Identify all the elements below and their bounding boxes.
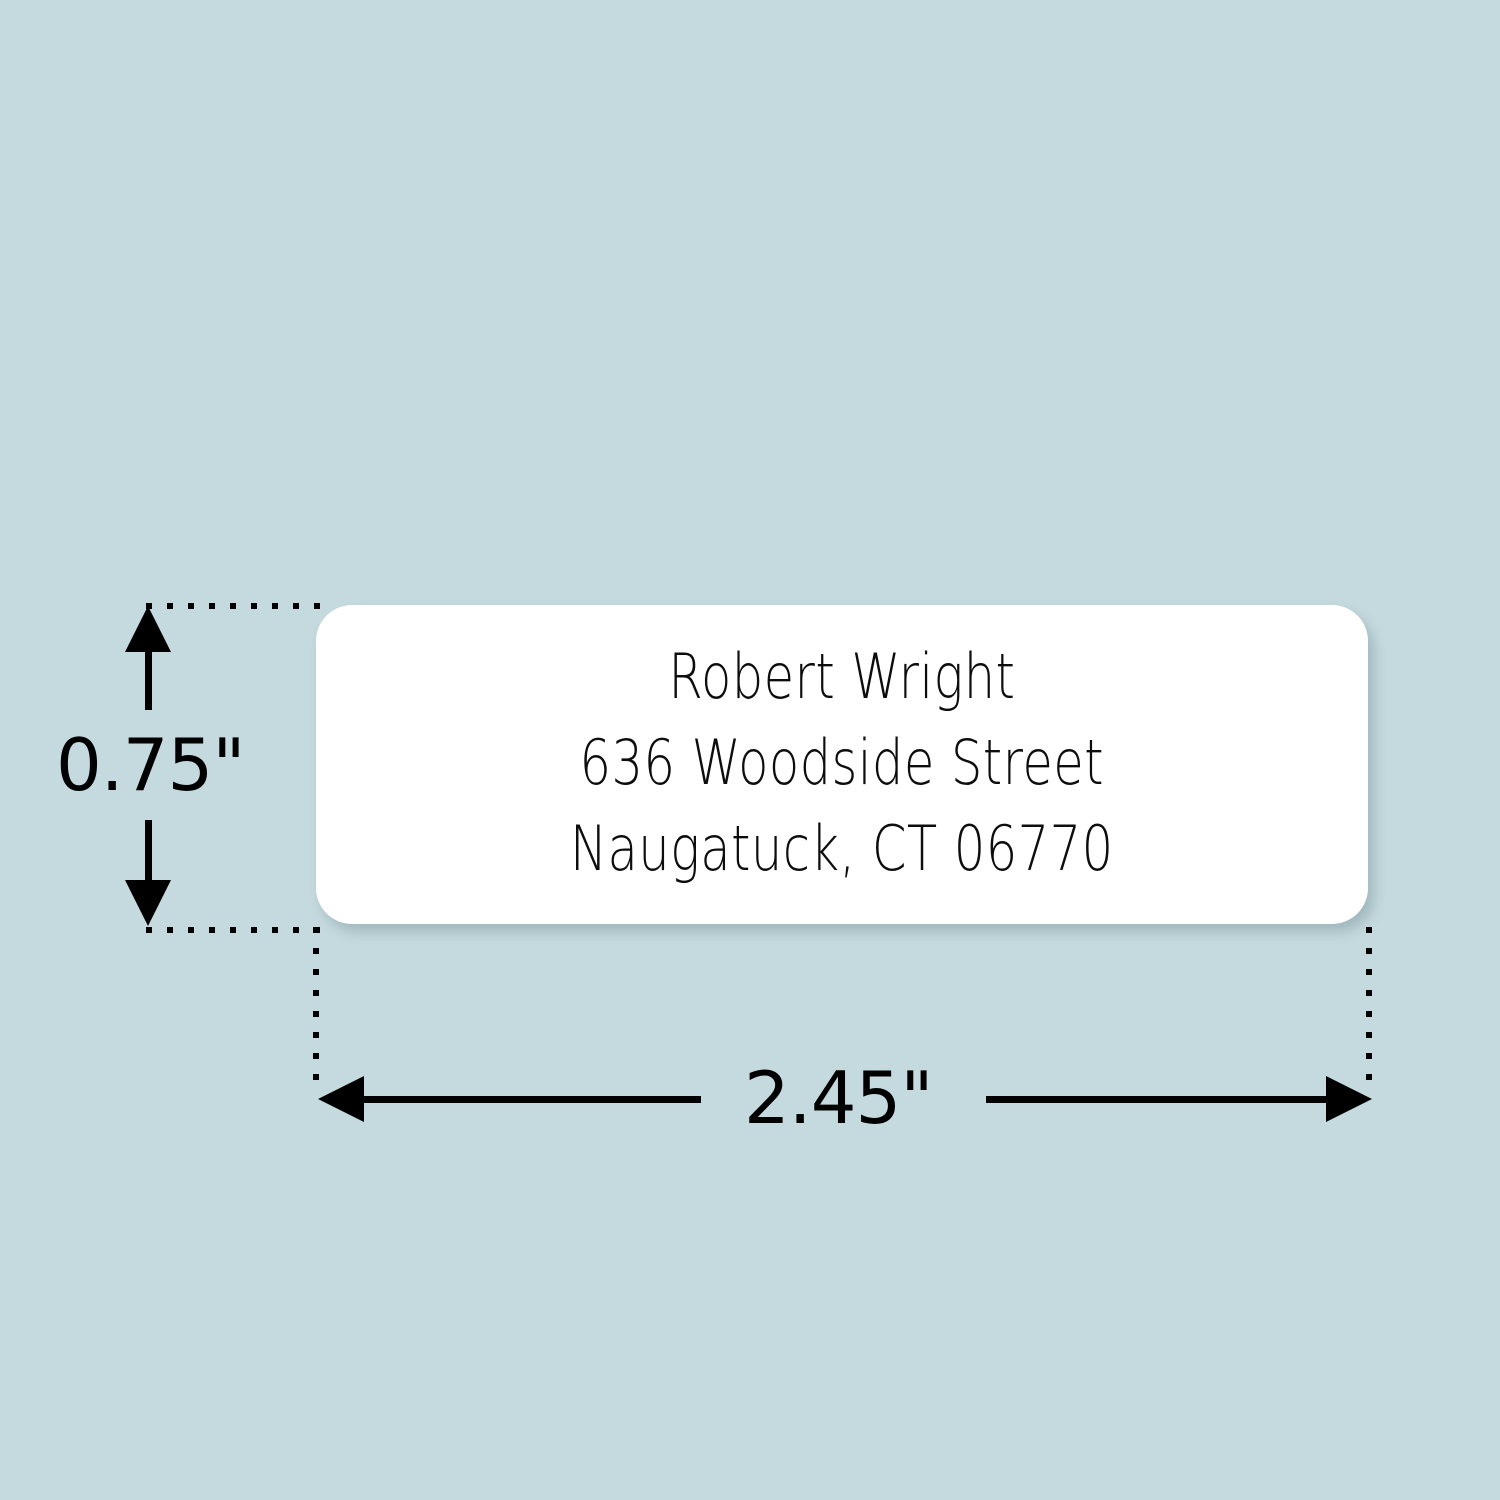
address-line-city: Naugatuck, CT 06770 [570,811,1114,885]
address-line-name: Robert Wright [668,639,1016,713]
guide-line-left-vertical [313,927,319,1085]
arrow-left-icon [318,1076,364,1122]
address-label-card: Robert Wright 636 Woodside Street Naugat… [316,605,1368,924]
arrow-down-icon [125,880,171,926]
guide-line-right-vertical [1366,927,1372,1085]
guide-line-bottom-horizontal [146,927,322,933]
arrow-right-shaft [986,1096,1326,1103]
arrow-right-icon [1326,1076,1372,1122]
guide-line-top-horizontal [146,603,322,609]
arrow-left-shaft [360,1096,701,1103]
width-dimension-label: 2.45" [744,1056,933,1140]
arrow-down-shaft [145,820,152,896]
address-line-street: 636 Woodside Street [579,725,1105,799]
arrow-up-shaft [145,634,152,710]
height-dimension-label: 0.75" [56,723,245,807]
